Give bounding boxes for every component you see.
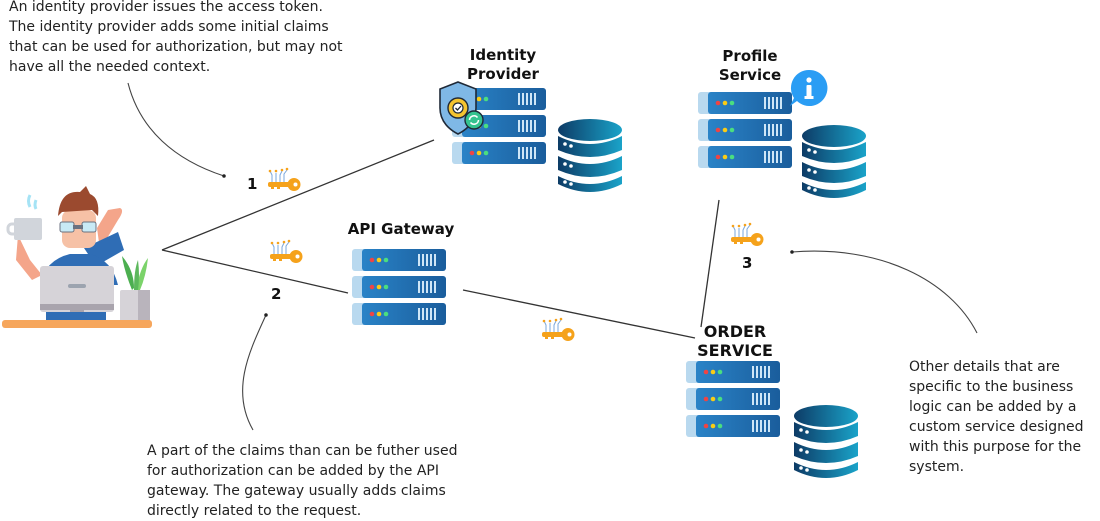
note-line: for authorization can be added by the AP… xyxy=(147,463,439,479)
annotation-arrow-1 xyxy=(127,82,226,178)
note-line: directly related to the request. xyxy=(147,503,362,519)
note-line: system. xyxy=(909,459,965,475)
note-line: An identity provider issues the access t… xyxy=(9,0,323,15)
api-gateway-label: API Gateway xyxy=(326,220,476,239)
profile-service-label: Profile Service xyxy=(690,47,810,85)
info-badge-icon xyxy=(790,69,828,106)
order-service-database-icon xyxy=(792,404,860,486)
note-order-service: Other details that are specific to the b… xyxy=(909,357,1084,477)
identity-provider-database-icon-graphic xyxy=(558,119,622,192)
note-identity-provider: An identity provider issues the access t… xyxy=(9,0,343,77)
api-gateway-server-icon-graphic xyxy=(352,249,446,325)
profile-service-database-icon-graphic xyxy=(802,125,866,198)
note-api-gateway: A part of the claims than can be futher … xyxy=(147,441,457,521)
note-line: Other details that are xyxy=(909,359,1060,375)
note-line: specific to the business xyxy=(909,379,1074,395)
label-line: Provider xyxy=(467,65,539,83)
connector-api-gateway-to-order-service xyxy=(462,289,696,339)
token-key-icon-1 xyxy=(266,167,302,197)
annotation-arrow-3 xyxy=(790,250,978,334)
token-key-icon-gateway-graphic xyxy=(542,317,575,341)
connector-user-to-identity-provider xyxy=(161,139,435,251)
identity-provider-label: Identity Provider xyxy=(440,46,566,84)
connector-order-service-to-profile-service xyxy=(700,199,720,328)
order-service-server-icon xyxy=(686,361,780,441)
identity-provider-database-icon xyxy=(556,118,624,200)
label-line: Profile xyxy=(722,47,778,65)
label-line: SERVICE xyxy=(697,341,773,360)
note-line: A part of the claims than can be futher … xyxy=(147,443,458,459)
security-shield-icon xyxy=(439,81,484,135)
token-key-icon-2 xyxy=(268,239,304,269)
developer-at-desk-icon xyxy=(2,186,152,328)
token-key-icon-3-graphic xyxy=(731,222,764,246)
profile-service-server-icon-graphic xyxy=(698,92,792,168)
label-line: Identity xyxy=(469,46,537,64)
note-line: logic can be added by a xyxy=(909,399,1077,415)
note-line: gateway. The gateway usually adds claims xyxy=(147,483,446,499)
profile-service-server-icon xyxy=(698,92,792,172)
order-service-label: ORDER SERVICE xyxy=(675,322,795,360)
order-service-server-icon-graphic xyxy=(686,361,780,437)
profile-service-database-icon xyxy=(800,124,868,206)
token-key-icon-gateway xyxy=(540,317,576,347)
token-key-icon-3 xyxy=(729,222,765,252)
annotation-arrow-2 xyxy=(242,313,268,431)
note-line: custom service designed xyxy=(909,419,1084,435)
token-key-icon-2-graphic xyxy=(270,239,303,263)
note-line: The identity provider adds some initial … xyxy=(9,19,329,35)
label-line: Service xyxy=(718,66,782,84)
note-line: that can be used for authorization, but … xyxy=(9,39,343,55)
api-gateway-server-icon xyxy=(352,249,446,329)
order-service-database-icon-graphic xyxy=(794,405,858,478)
note-line: with this purpose for the xyxy=(909,439,1082,455)
label-line: ORDER xyxy=(703,322,767,341)
token-key-icon-1-graphic xyxy=(268,167,301,191)
step-3-label: 3 xyxy=(742,254,753,272)
step-1-label: 1 xyxy=(247,175,258,193)
connector-user-to-api-gateway xyxy=(161,249,349,294)
label-line: API Gateway xyxy=(347,220,455,238)
note-line: have all the needed context. xyxy=(9,59,211,75)
step-2-label: 2 xyxy=(271,285,282,303)
